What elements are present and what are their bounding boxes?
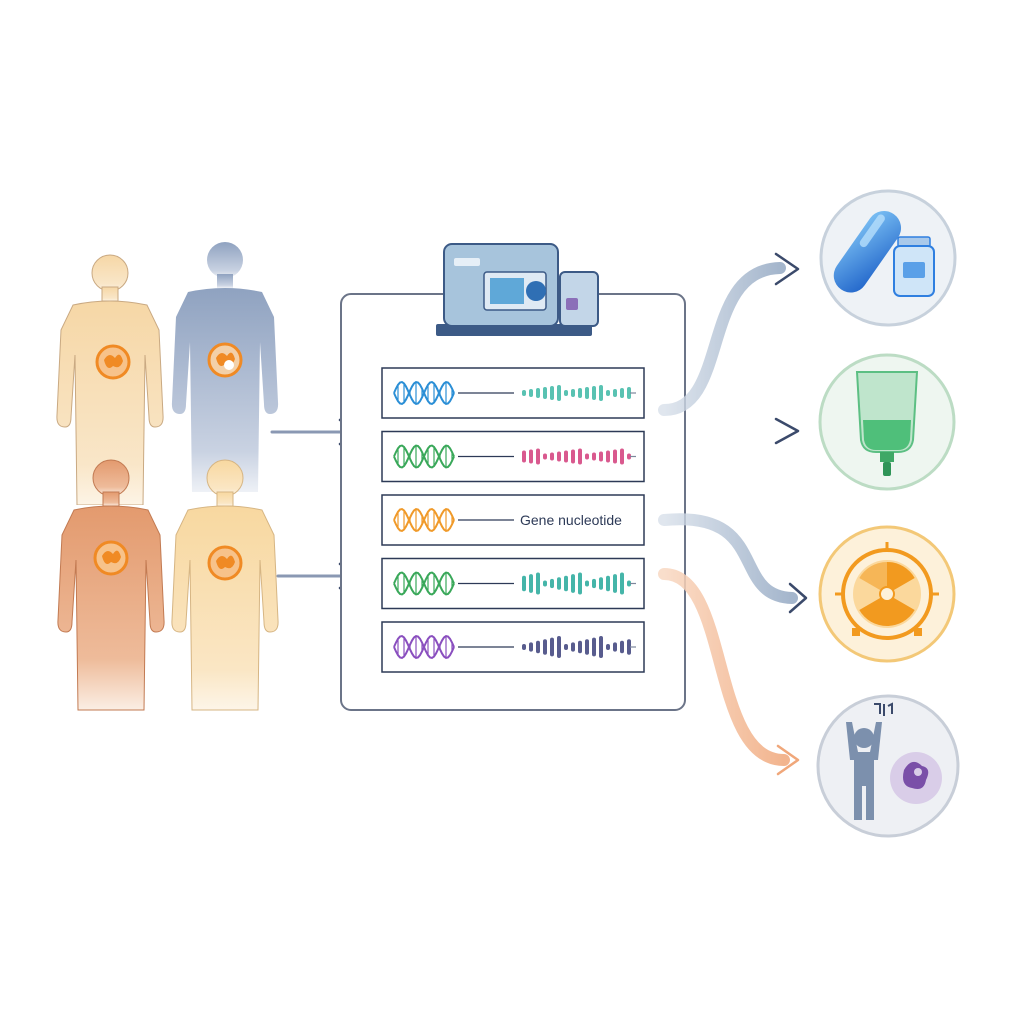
dna-helix-icon bbox=[393, 507, 455, 533]
patient-figure-4 bbox=[171, 459, 279, 711]
dna-sequencer-icon bbox=[436, 243, 599, 336]
genomic-row bbox=[381, 430, 645, 483]
variant-signal bbox=[522, 448, 636, 465]
treatment-options bbox=[816, 189, 960, 838]
genomic-row bbox=[381, 557, 645, 610]
dna-helix-icon bbox=[393, 571, 455, 596]
patient-figure-3 bbox=[57, 459, 165, 711]
output-arrows bbox=[658, 252, 808, 776]
row-label: Gene nucleotide bbox=[520, 512, 622, 528]
variant-signal bbox=[522, 385, 636, 401]
immunotherapy-icon bbox=[816, 694, 960, 838]
curved-arrow-icon bbox=[658, 568, 800, 776]
curved-arrow-icon bbox=[658, 252, 800, 416]
dna-helix-icon bbox=[393, 380, 455, 406]
iv-bag-icon bbox=[818, 353, 956, 491]
genomic-row: Gene nucleotide bbox=[381, 494, 645, 546]
genomic-row bbox=[381, 621, 645, 673]
pill-capsule-icon bbox=[819, 189, 957, 327]
patient-figure-1 bbox=[56, 254, 164, 505]
tumor-icon bbox=[207, 342, 243, 378]
radiation-icon bbox=[818, 525, 956, 663]
dna-helix-icon bbox=[393, 634, 455, 660]
genomic-row bbox=[381, 367, 645, 419]
straight-arrow-icon bbox=[660, 417, 800, 445]
patient-figure-2 bbox=[171, 242, 279, 492]
tumor-icon bbox=[93, 540, 129, 576]
patient-group bbox=[56, 242, 279, 711]
tumor-icon bbox=[207, 545, 243, 581]
genomic-rows: Gene nucleotide bbox=[381, 367, 645, 673]
tumor-icon bbox=[95, 344, 131, 380]
variant-signal bbox=[522, 572, 636, 595]
variant-signal bbox=[522, 636, 636, 658]
curved-arrow-icon bbox=[658, 513, 808, 614]
dna-helix-icon bbox=[393, 444, 455, 469]
